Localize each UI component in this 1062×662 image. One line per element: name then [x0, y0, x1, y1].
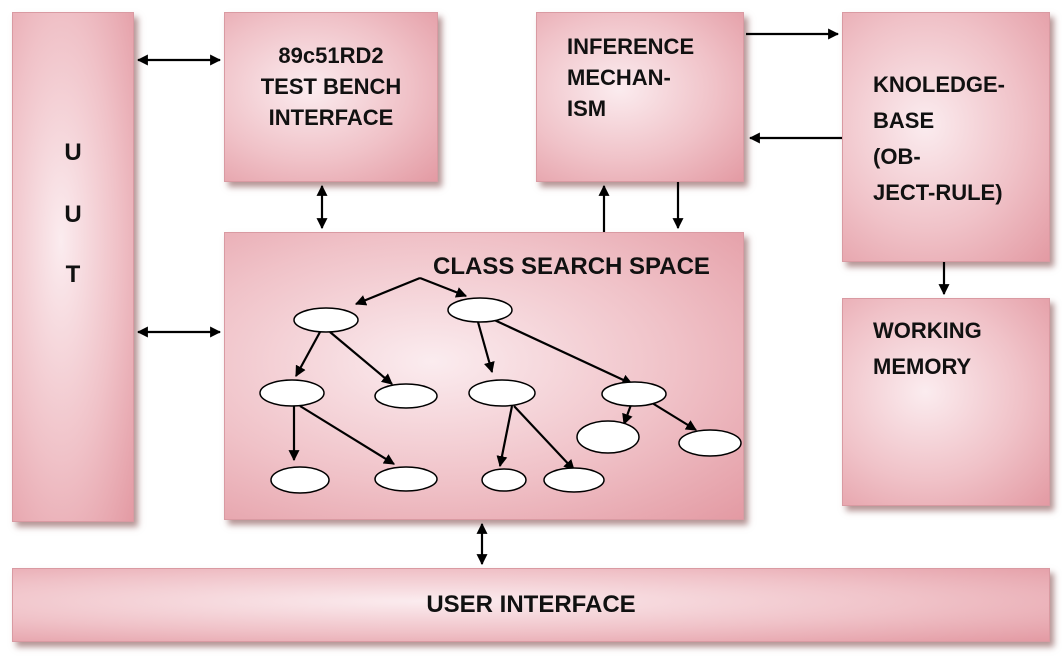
class-search-title: CLASS SEARCH SPACE — [433, 253, 710, 280]
tree-node — [543, 467, 605, 493]
tree-edge — [513, 405, 575, 471]
test-bench-interface-block: 89c51RD2 TEST BENCH INTERFACE — [224, 12, 438, 182]
tree-edge — [354, 276, 421, 306]
user-interface-block: USER INTERFACE — [12, 568, 1050, 642]
tree-edge — [295, 331, 321, 377]
tree-node — [481, 468, 527, 492]
tree-node — [259, 379, 325, 407]
tree-edge — [496, 405, 514, 468]
tree-edge — [419, 276, 468, 298]
tree-node — [576, 420, 640, 454]
tree-edge — [329, 331, 393, 385]
inference-label: INFERENCE MECHAN- ISM — [567, 34, 695, 121]
knowledge-base-block: KNOLEDGE- BASE (OB- JECT-RULE) — [842, 12, 1050, 262]
uut-letter-1: U — [64, 139, 82, 166]
knowledge-base-label: KNOLEDGE- BASE (OB- JECT-RULE) — [873, 72, 1005, 205]
tree-node — [601, 381, 667, 407]
uut-block: U U T — [12, 12, 134, 522]
test-bench-label: 89c51RD2 TEST BENCH INTERFACE — [260, 42, 402, 130]
working-memory-label: WORKING MEMORY — [873, 318, 982, 379]
tree-node — [270, 466, 330, 494]
tree-node — [293, 307, 359, 333]
tree-edge — [299, 405, 395, 465]
tree-node — [374, 383, 438, 409]
tree-edge — [476, 321, 495, 374]
uut-letter-2: U — [64, 201, 82, 228]
working-memory-block: WORKING MEMORY — [842, 298, 1050, 506]
uut-letter-3: T — [65, 261, 81, 288]
tree-edge — [489, 317, 633, 385]
tree-node — [468, 379, 536, 407]
tree-node — [374, 466, 438, 492]
inference-mechanism-block: INFERENCE MECHAN- ISM — [536, 12, 744, 182]
search-tree-nodes — [259, 297, 742, 494]
tree-node — [447, 297, 513, 323]
tree-node — [678, 429, 742, 457]
user-interface-label: USER INTERFACE — [426, 591, 636, 618]
